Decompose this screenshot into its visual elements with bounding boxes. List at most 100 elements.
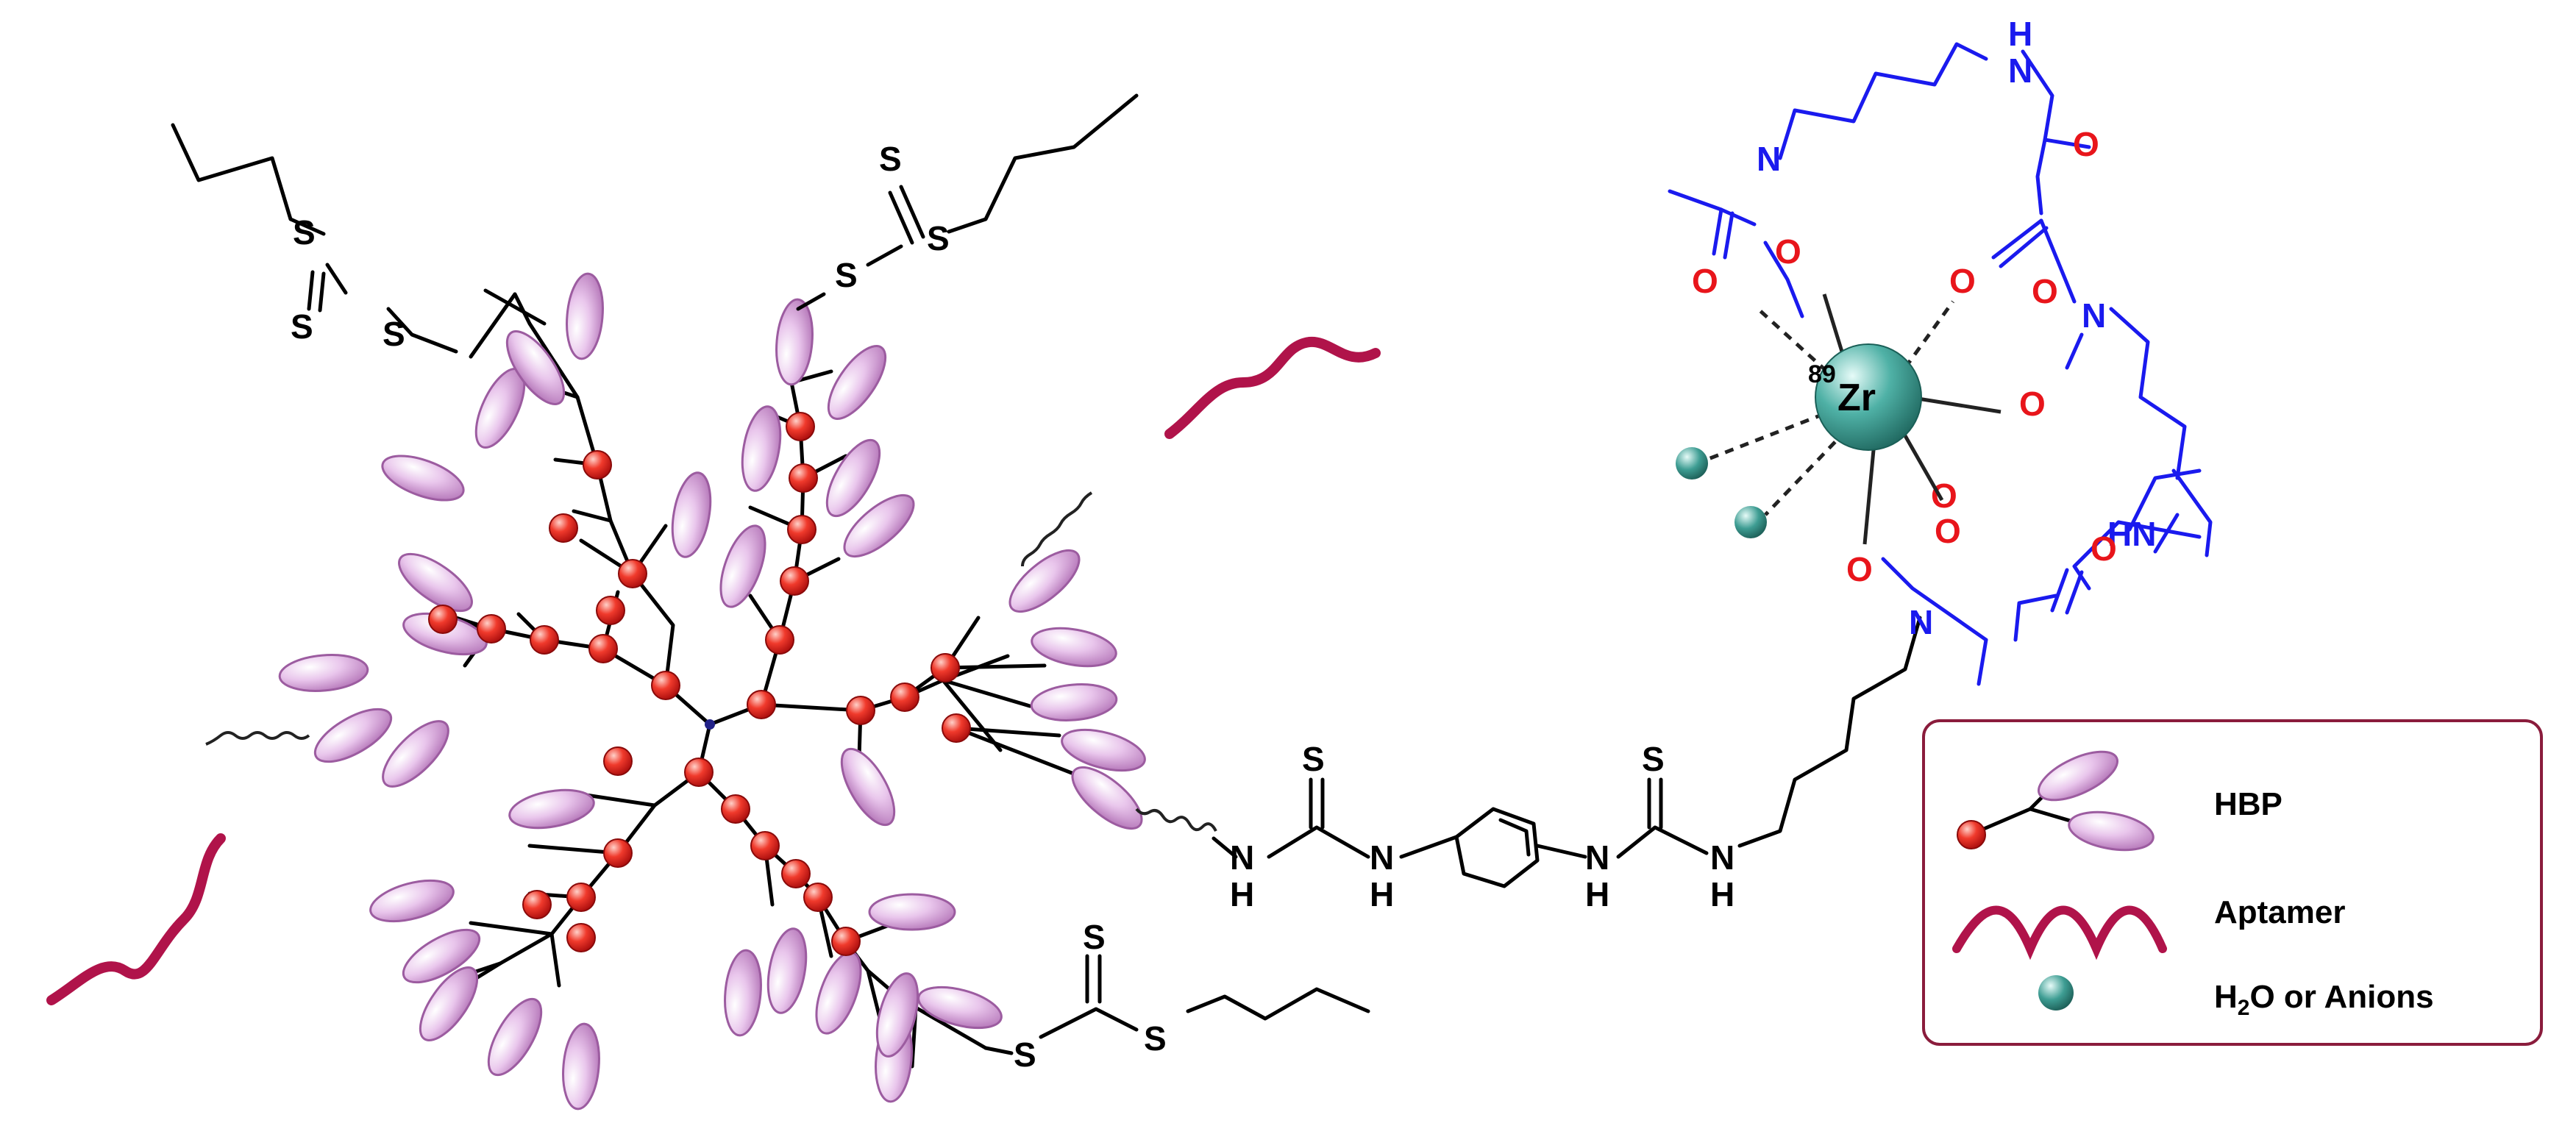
rafting-groups: [171, 93, 1370, 1055]
hbp-ellipse: [398, 552, 473, 613]
oxygen-atom: O: [2091, 530, 2117, 568]
nitrogen-atom: N: [1230, 838, 1254, 877]
hbp-node: [765, 625, 794, 655]
legend-water-rest: O or Anions: [2249, 979, 2433, 1015]
legend-box: [1922, 719, 2543, 1046]
hbp-node: [1957, 820, 1986, 849]
hbp-node: [803, 883, 833, 912]
aptamer-strand-left: [46, 833, 226, 1005]
hbp-ellipse: [566, 272, 604, 360]
hbp-node: [750, 831, 780, 860]
wavy-linker-top: [1021, 491, 1093, 567]
hbp-ellipse: [719, 524, 766, 608]
nitrogen-atom: HN: [2107, 515, 2156, 553]
hbp-ellipse: [2037, 750, 2119, 802]
wavy-linker-right: [1135, 808, 1217, 832]
zr-atom-ball: [1815, 343, 1922, 451]
hbp-ellipse: [775, 298, 814, 386]
hbp-node: [596, 596, 625, 625]
hbp-ellipse: [2068, 810, 2155, 852]
hbp-ellipse: [505, 330, 566, 405]
linker-atoms: N H S N H N H S N H: [1230, 740, 1734, 913]
aptamer-strand-top: [1164, 336, 1381, 439]
hbp-ellipse: [382, 720, 449, 788]
hbp-node: [603, 746, 633, 776]
hbp-ellipse: [843, 493, 915, 558]
chelator-atoms: N H N N HN N O O O O O O O O O O: [1692, 15, 2156, 641]
hbp-ellipse: [562, 1022, 600, 1111]
hbp-node: [789, 463, 818, 493]
hbp-ellipse: [1008, 549, 1081, 613]
hbp-nodes: [428, 412, 971, 956]
sulfur-atom: S: [1144, 1019, 1167, 1058]
hbp-ellipse: [724, 949, 762, 1037]
water-ball: [1734, 506, 1767, 538]
hbp-ellipse: [278, 654, 369, 692]
hbp-node: [566, 883, 596, 912]
sulfur-atom: S: [1302, 740, 1325, 778]
oxygen-atom: O: [1692, 262, 1718, 300]
rafting-atoms: S S S S S S S S S: [291, 140, 1167, 1074]
hbp-node: [787, 515, 816, 544]
hbp-ellipse: [827, 345, 887, 420]
oxygen-atom: O: [2073, 125, 2099, 163]
hbp-ellipse: [868, 893, 956, 931]
legend-water-label: H2O or Anions: [2214, 979, 2434, 1020]
hbp-node: [530, 625, 559, 655]
hbp-node: [522, 890, 552, 919]
hbp-ellipse: [875, 972, 919, 1058]
nitrogen-atom: N: [2008, 51, 2032, 90]
zr-symbol: Zr: [1837, 377, 1876, 419]
hbp-ellipse: [825, 438, 881, 518]
oxygen-atom: O: [1935, 512, 1961, 550]
sulfur-atom: S: [927, 219, 950, 257]
wavy-linker-left: [205, 731, 310, 746]
hydrogen-atom: H: [1370, 875, 1394, 913]
hbp-ellipses: [278, 272, 1146, 1111]
sulfur-atom: S: [291, 307, 313, 346]
sulfur-atom: S: [879, 140, 902, 178]
nitrogen-atom: N: [1710, 838, 1734, 877]
nitrogen-atom: N: [2082, 296, 2106, 335]
nitrogen-atom: N: [1757, 140, 1781, 178]
hbp-ellipse: [402, 928, 481, 984]
hbp-node: [588, 634, 618, 663]
hbp-ellipse: [1030, 683, 1118, 721]
hbp-node: [603, 838, 633, 868]
core-atom: [705, 719, 715, 730]
hbp-ellipse: [1031, 627, 1117, 668]
sulfur-atom: S: [835, 256, 858, 294]
legend-aptamer-symbol: [1952, 905, 2167, 960]
hbp-ellipse: [671, 471, 712, 558]
bis-thiourea-linker: [1211, 616, 1922, 888]
legend-water-sub: 2: [2238, 996, 2250, 1020]
water-ball: [1676, 447, 1708, 480]
hydrogen-atom: H: [1230, 875, 1254, 913]
oxygen-atom: O: [2032, 272, 2058, 310]
hbp-node: [477, 614, 506, 644]
sulfur-atom: S: [1642, 740, 1665, 778]
hbp-node: [931, 653, 960, 682]
nitrogen-atom: N: [1585, 838, 1609, 877]
hbp-ellipse: [381, 455, 465, 502]
hydrogen-atom: H: [1710, 875, 1734, 913]
hbp-node: [549, 513, 578, 543]
hbp-ellipse: [917, 985, 1003, 1030]
hbp-ellipse: [1071, 766, 1143, 830]
oxygen-atom: O: [1775, 232, 1801, 271]
oxygen-atom: O: [1949, 262, 1976, 300]
sulfur-atom: S: [1014, 1036, 1036, 1074]
hbp-node: [942, 713, 971, 743]
hbp-node: [651, 671, 680, 700]
aptamers: [46, 336, 1381, 1005]
nitrogen-atom: N: [1909, 603, 1933, 641]
hbp-node: [780, 566, 809, 596]
sulfur-atom: S: [383, 315, 405, 353]
hbp-node: [684, 758, 714, 787]
oxygen-atom: O: [1846, 550, 1873, 588]
zr-mass-number: 89: [1808, 360, 1836, 388]
hbp-node: [583, 450, 612, 480]
hbp-node: [831, 927, 861, 956]
legend-water-h: H: [2214, 979, 2238, 1015]
hbp-ellipse: [369, 879, 455, 923]
